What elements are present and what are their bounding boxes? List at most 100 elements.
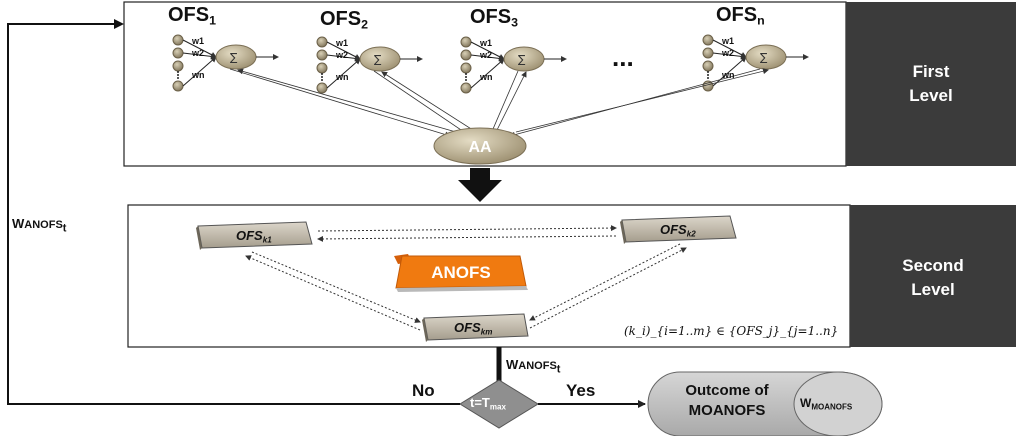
- ofs-2-input-node: [316, 82, 328, 94]
- decision-condition: t=Tmax: [470, 395, 506, 411]
- ofs-n-input-edge: [712, 52, 747, 60]
- decision-diamond: [459, 379, 539, 429]
- ofs-k2-label: OFSk2: [660, 222, 696, 238]
- outcome-weight-sub: MOANOFS: [811, 402, 853, 412]
- ofs-n-input-ellipsis-dot: [707, 71, 709, 73]
- feedback-arrowhead: [114, 19, 124, 29]
- ofs-2-weight-1: w1: [336, 38, 349, 48]
- feedback-weight-center: WANOFSt: [506, 357, 560, 375]
- ofs-km-label-sub: km: [480, 327, 493, 337]
- ofs-k2-label-sub: k2: [686, 229, 696, 239]
- aggregator-node: [433, 127, 527, 165]
- ofs-n-input-node: [702, 47, 714, 59]
- ofs-2-input-node: [316, 62, 328, 74]
- ofs-3-input-ellipsis-dot: [465, 76, 467, 78]
- ofs-1-input-node: [172, 60, 184, 72]
- link-k1-k2-top: [317, 225, 617, 232]
- ofs-n-input-ellipsis-dot: [707, 74, 709, 76]
- feedback-weight-center-sub: t: [556, 363, 561, 376]
- first-level-label-line2: Level: [909, 86, 953, 105]
- ofs-3-weight-1: w1: [480, 38, 493, 48]
- decision-condition-sub: max: [489, 402, 506, 412]
- feedback-weight-left-base: W: [12, 216, 25, 231]
- ofs-2-title-base: OFS: [320, 8, 362, 30]
- aggregator-label: AA: [468, 139, 492, 156]
- outcome-label-line2: MOANOFS: [688, 402, 766, 419]
- ofs-n-weight-3: wn: [722, 70, 735, 80]
- ofs-1-aa-link: [229, 68, 451, 138]
- first-level-label: First Level: [846, 60, 1016, 108]
- ofs-km-label: OFSkm: [454, 320, 492, 336]
- ofs-1-sum-icon: ∑: [230, 51, 238, 64]
- ofs-3-title: OFS3: [470, 6, 518, 30]
- ofs-3-sum-icon: ∑: [518, 53, 526, 66]
- ofs-1-title: OFS1: [168, 4, 216, 28]
- ofs-n-input-edge: [712, 39, 747, 58]
- ofs-3-aa-link: [489, 70, 519, 137]
- ofs-1-input-ellipsis-dot: [177, 74, 179, 76]
- link-k2-k1-bottom: [317, 235, 617, 242]
- ofs-n-input-ellipsis-dot: [707, 77, 709, 79]
- second-level-label-line1: Second: [902, 256, 964, 275]
- ofs-2-input-edge: [326, 58, 361, 89]
- feedback-weight-left-mid: ANOFS: [24, 219, 63, 231]
- ofs-1-input-edge: [182, 39, 217, 58]
- ofs-3-input-ellipsis-dot: [465, 73, 467, 75]
- ofs-1-input-edge: [182, 56, 217, 87]
- ofs-2-input-ellipsis-dot: [321, 76, 323, 78]
- ofs-neuron-groups: ∑ ∑ ∑ ∑: [172, 34, 809, 138]
- outcome-weight-base: W: [800, 396, 812, 410]
- decision-no-label: No: [412, 381, 435, 400]
- ofs-k2-label-base: OFS: [660, 222, 687, 237]
- outcome-label: Outcome of MOANOFS: [672, 381, 782, 421]
- ofs-k1-label: OFSk1: [236, 228, 272, 244]
- ofs-box-km: [422, 313, 529, 342]
- ofs-k1-label-base: OFS: [236, 228, 263, 243]
- feedback-weight-center-mid: ANOFS: [518, 360, 557, 372]
- ofs-ellipsis: ...: [612, 42, 634, 72]
- ofs-3-aa-link: [495, 71, 527, 133]
- ofs-1-input-edge: [182, 52, 217, 60]
- outcome-node: [647, 371, 883, 436]
- ofs-n-title: OFSn: [716, 4, 765, 28]
- ofs-3-input-edge: [470, 58, 505, 89]
- ofs-2-sum-icon: ∑: [374, 53, 382, 66]
- ofs-n-title-base: OFS: [716, 4, 758, 26]
- ofs-1-weight-1: w1: [192, 36, 205, 46]
- ofs-3-weight-2: w2: [480, 50, 493, 60]
- ofs-n-weight-1: w1: [722, 36, 735, 46]
- ofs-n-sum-icon: ∑: [760, 51, 768, 64]
- ofs-n-weight-2: w2: [722, 48, 735, 58]
- ofs-3-input-edge: [470, 54, 505, 62]
- ofs-2-input-node: [316, 36, 328, 48]
- outcome-weight-label: WMOANOFS: [800, 396, 852, 411]
- ofs-1-input-node: [172, 34, 184, 46]
- ofs-3-input-node: [460, 49, 472, 61]
- ofs-2-title: OFS2: [320, 8, 368, 32]
- first-level-label-panel: [846, 2, 1016, 166]
- feedback-path: [7, 23, 460, 405]
- ofs-n-input-edge: [712, 56, 747, 87]
- second-level-label-panel: [850, 205, 1016, 347]
- ofs-3-weight-3: wn: [480, 72, 493, 82]
- ofs-2-aa-link: [381, 71, 477, 133]
- ofs-n-title-sub: n: [757, 13, 765, 28]
- ofs-3-input-edge: [470, 41, 505, 60]
- ofs-2-input-edge: [326, 41, 361, 60]
- ofs-2-input-edge: [326, 54, 361, 62]
- level-transition-arrow: [458, 168, 502, 202]
- ofs-3-input-ellipsis-dot: [465, 79, 467, 81]
- second-level-label: Second Level: [850, 254, 1016, 302]
- first-level-label-line1: First: [912, 62, 950, 81]
- ofs-1-input-ellipsis-dot: [177, 71, 179, 73]
- ofs-k1-label-sub: k1: [262, 235, 272, 245]
- ofs-2-input-node: [316, 49, 328, 61]
- ofs-2-weight-2: w2: [336, 50, 349, 60]
- ofs-3-title-sub: 3: [511, 15, 519, 30]
- link-km-k1-b: [245, 255, 421, 331]
- ofs-2-weight-3: wn: [336, 72, 349, 82]
- ofs-km-label-base: OFS: [454, 320, 481, 335]
- ofs-1-aa-link: [237, 68, 457, 133]
- outcome-label-line1: Outcome of: [685, 382, 769, 399]
